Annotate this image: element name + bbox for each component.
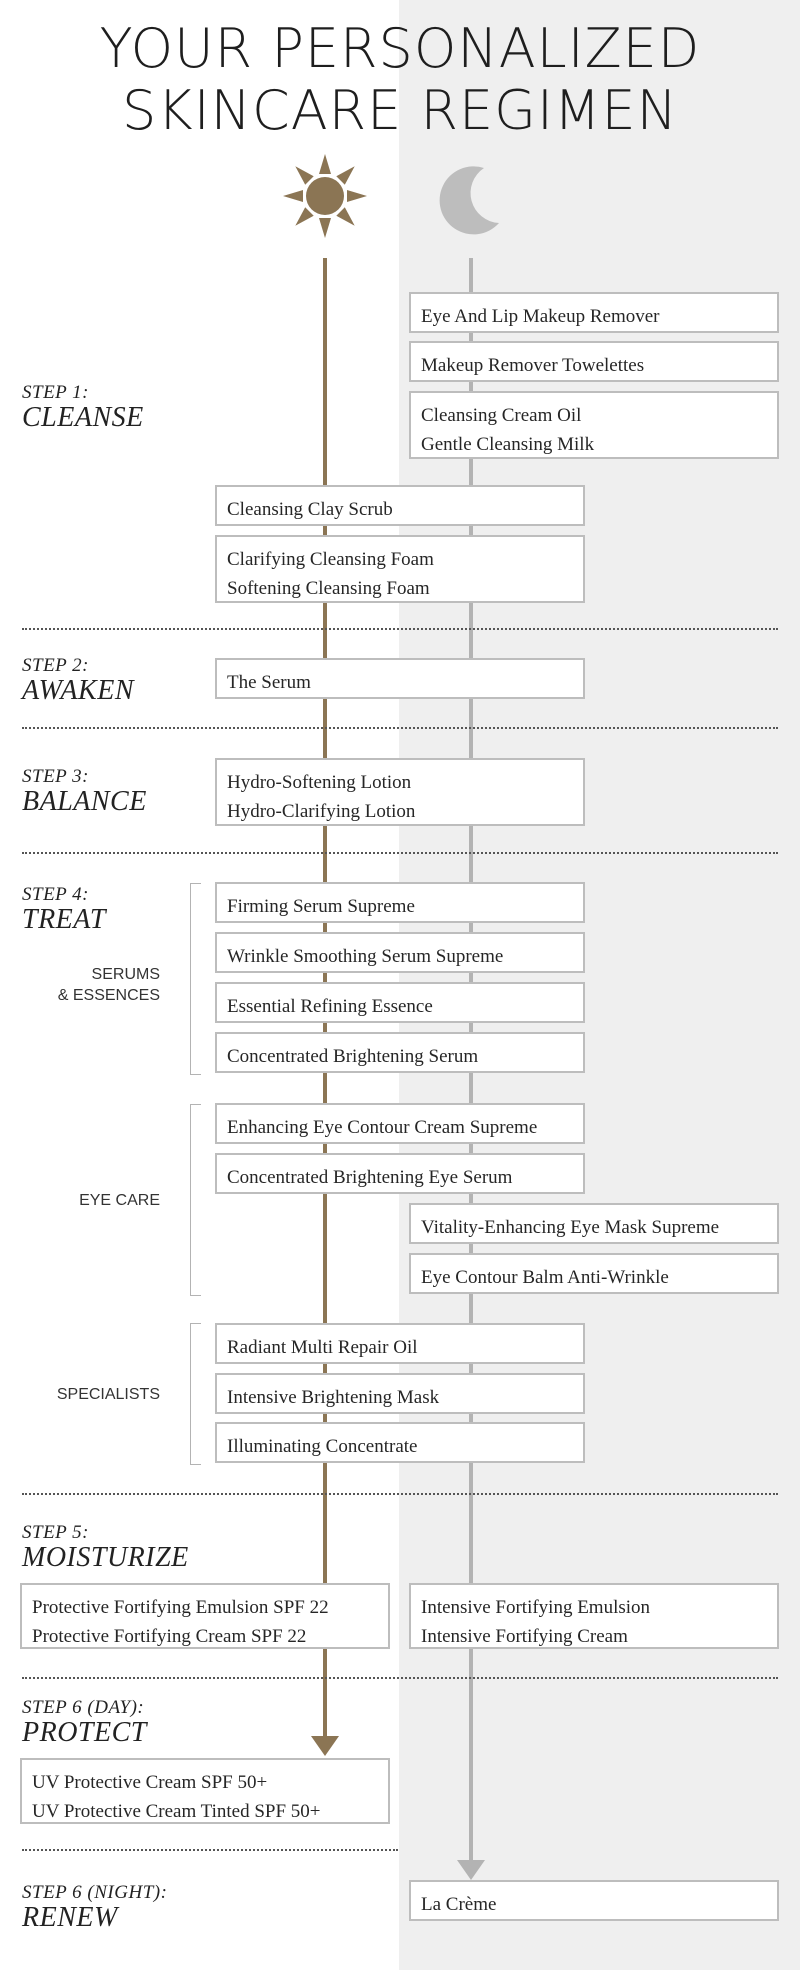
step-divider (22, 852, 778, 854)
product-name: UV Protective Cream SPF 50+ (32, 1772, 268, 1793)
step-divider (22, 1677, 778, 1679)
product-box: Cleansing Clay Scrub (215, 485, 585, 526)
product-box: Concentrated Brightening Eye Serum (215, 1153, 585, 1194)
step-number: STEP 6 (NIGHT): (22, 1882, 168, 1903)
product-name: Clarifying Cleansing Foam (227, 549, 434, 570)
group-label-eye-care: EYE CARE (79, 1192, 160, 1209)
step-name: CLEANSE (22, 402, 144, 433)
product-box: Concentrated Brightening Serum (215, 1032, 585, 1073)
step-2-label: STEP 2: AWAKEN (22, 655, 134, 705)
step-number: STEP 2: (22, 655, 90, 676)
step-4-label: STEP 4: TREAT (22, 884, 106, 934)
product-name: Intensive Fortifying Cream (421, 1626, 628, 1647)
step-number: STEP 3: (22, 766, 90, 787)
product-name: Eye Contour Balm Anti-Wrinkle (421, 1267, 669, 1288)
product-box: Radiant Multi Repair Oil (215, 1323, 585, 1364)
product-box: The Serum (215, 658, 585, 699)
step-divider (22, 628, 778, 630)
group-label-specialists: SPECIALISTS (56, 1386, 160, 1403)
step-1-label: STEP 1: CLEANSE (22, 382, 144, 432)
step-divider (22, 1849, 398, 1851)
step-name: BALANCE (22, 786, 147, 817)
step-divider (22, 727, 778, 729)
step-number: STEP 4: (22, 884, 90, 905)
product-name: Makeup Remover Towelettes (421, 355, 645, 376)
step-number: STEP 6 (DAY): (22, 1697, 145, 1718)
product-box: Enhancing Eye Contour Cream Supreme (215, 1103, 585, 1144)
product-name: The Serum (227, 672, 311, 693)
step-number: STEP 1: (22, 382, 90, 403)
product-box: Intensive Brightening Mask (215, 1373, 585, 1414)
product-box: Essential Refining Essence (215, 982, 585, 1023)
step-divider (22, 1493, 778, 1495)
product-name: Radiant Multi Repair Oil (227, 1337, 418, 1358)
title-line-1: YOUR PERSONALIZED (99, 17, 701, 80)
product-name: Wrinkle Smoothing Serum Supreme (227, 946, 504, 967)
product-name: Gentle Cleansing Milk (421, 434, 595, 455)
product-box: Hydro-Softening Lotion Hydro-Clarifying … (215, 758, 585, 826)
step-3-label: STEP 3: BALANCE (22, 766, 147, 816)
product-box: Eye Contour Balm Anti-Wrinkle (409, 1253, 779, 1294)
product-name: Cleansing Clay Scrub (227, 499, 393, 520)
product-name: Concentrated Brightening Eye Serum (227, 1167, 513, 1188)
product-name: Hydro-Clarifying Lotion (227, 801, 416, 822)
product-name: Essential Refining Essence (227, 996, 433, 1017)
step-name: PROTECT (22, 1717, 147, 1748)
product-name: Intensive Fortifying Emulsion (421, 1597, 651, 1618)
product-box: Clarifying Cleansing Foam Softening Clea… (215, 535, 585, 603)
group-bracket (190, 1104, 201, 1296)
product-name: Cleansing Cream Oil (421, 405, 582, 426)
product-box: Protective Fortifying Emulsion SPF 22 Pr… (20, 1583, 390, 1649)
night-arrow-head (457, 1860, 485, 1880)
product-name: Illuminating Concentrate (227, 1436, 418, 1457)
product-name: Enhancing Eye Contour Cream Supreme (227, 1117, 538, 1138)
title-line-2: SKINCARE REGIMEN (122, 79, 678, 142)
product-name: Firming Serum Supreme (227, 896, 415, 917)
step-name: MOISTURIZE (22, 1542, 189, 1573)
product-name: UV Protective Cream Tinted SPF 50+ (32, 1801, 321, 1822)
sun-icon (283, 154, 367, 238)
step-name: TREAT (22, 904, 106, 935)
product-name: Protective Fortifying Emulsion SPF 22 (32, 1597, 329, 1618)
product-box: Makeup Remover Towelettes (409, 341, 779, 382)
group-bracket (190, 883, 201, 1075)
product-name: Concentrated Brightening Serum (227, 1046, 479, 1067)
product-box: Wrinkle Smoothing Serum Supreme (215, 932, 585, 973)
product-name: Softening Cleansing Foam (227, 578, 430, 599)
product-box: La Crème (409, 1880, 779, 1921)
product-box: Eye And Lip Makeup Remover (409, 292, 779, 333)
step-5-label: STEP 5: MOISTURIZE (22, 1522, 189, 1572)
product-name: Hydro-Softening Lotion (227, 772, 412, 793)
product-box: Illuminating Concentrate (215, 1422, 585, 1463)
day-arrow-head (311, 1736, 339, 1756)
product-name: Eye And Lip Makeup Remover (421, 306, 660, 327)
group-bracket (190, 1323, 201, 1465)
product-box: Vitality-Enhancing Eye Mask Supreme (409, 1203, 779, 1244)
step-6-night-label: STEP 6 (NIGHT): RENEW (22, 1882, 167, 1932)
product-name: Protective Fortifying Cream SPF 22 (32, 1626, 307, 1647)
step-number: STEP 5: (22, 1522, 90, 1543)
product-name: La Crème (421, 1894, 497, 1915)
product-box: Intensive Fortifying Emulsion Intensive … (409, 1583, 779, 1649)
moon-icon (439, 166, 499, 235)
product-name: Vitality-Enhancing Eye Mask Supreme (421, 1217, 720, 1238)
product-name: Intensive Brightening Mask (227, 1387, 440, 1408)
group-label-serums: SERUMS & ESSENCES (57, 966, 160, 1004)
product-box: UV Protective Cream SPF 50+ UV Protectiv… (20, 1758, 390, 1824)
product-box: Cleansing Cream Oil Gentle Cleansing Mil… (409, 391, 779, 459)
step-name: RENEW (22, 1902, 118, 1933)
page-title: YOUR PERSONALIZED SKINCARE REGIMEN (0, 18, 800, 142)
step-name: AWAKEN (22, 675, 134, 706)
step-6-day-label: STEP 6 (DAY): PROTECT (22, 1697, 147, 1747)
product-box: Firming Serum Supreme (215, 882, 585, 923)
